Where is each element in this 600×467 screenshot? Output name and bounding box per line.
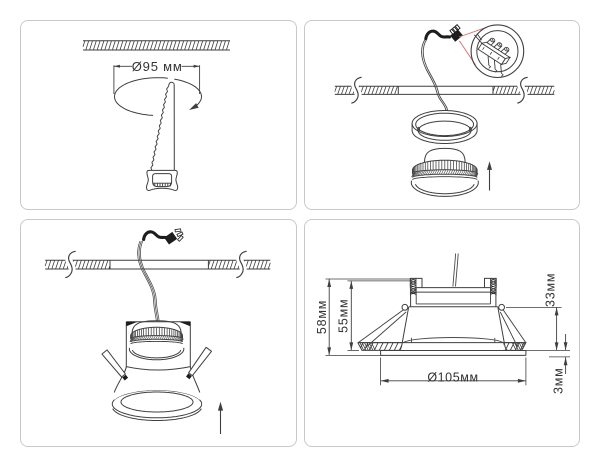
- svg-text:55мм: 55мм: [336, 299, 350, 333]
- svg-text:58мм: 58мм: [315, 300, 329, 334]
- svg-text:33мм: 33мм: [544, 273, 558, 307]
- svg-text:Ø95 мм: Ø95 мм: [132, 59, 183, 74]
- svg-text:Ø105мм: Ø105мм: [427, 370, 478, 384]
- svg-text:3мм: 3мм: [552, 367, 566, 394]
